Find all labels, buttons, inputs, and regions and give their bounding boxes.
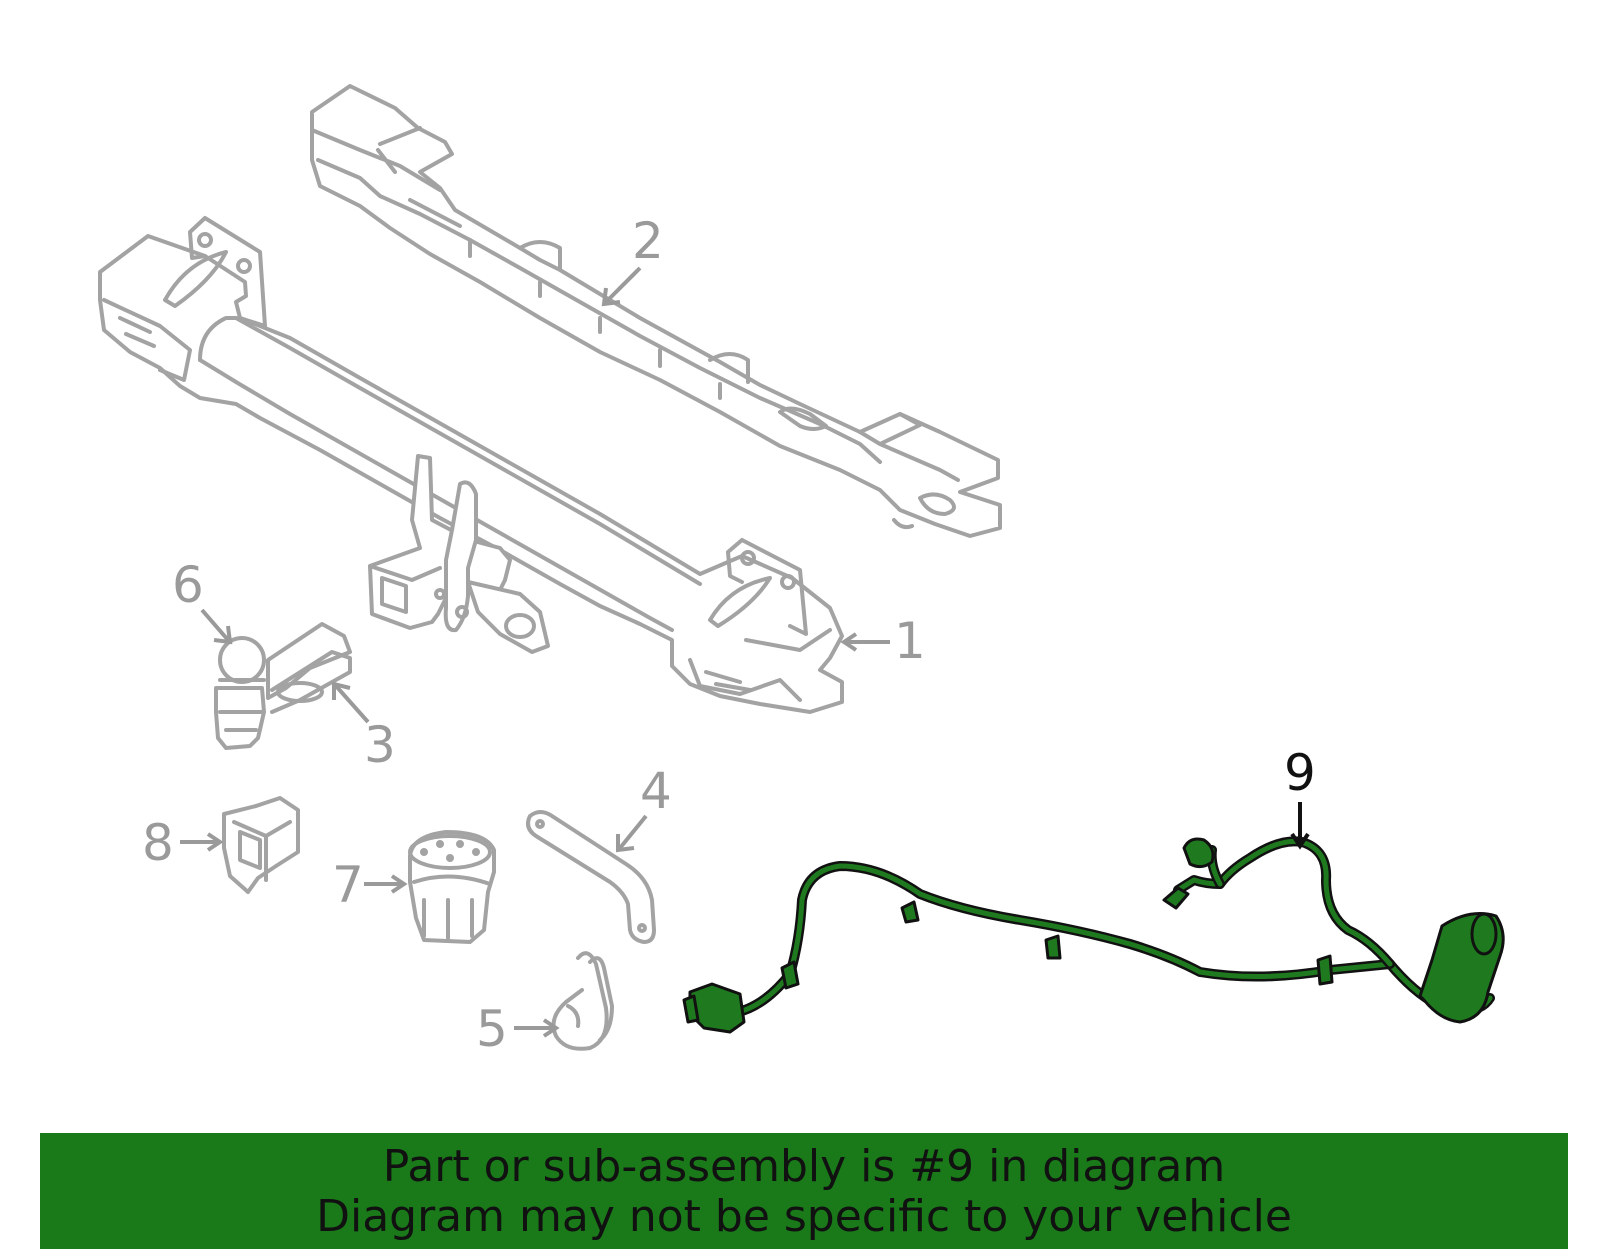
leader-3 bbox=[334, 684, 370, 724]
leader-3-arrow bbox=[332, 681, 351, 700]
callout-7: 7 bbox=[332, 856, 364, 914]
callout-6: 6 bbox=[172, 556, 204, 614]
notice-banner: Part or sub-assembly is #9 in diagram Di… bbox=[40, 1133, 1568, 1249]
callout-2: 2 bbox=[632, 212, 664, 270]
callout-1: 1 bbox=[894, 612, 926, 670]
callout-9: 9 bbox=[1284, 744, 1316, 802]
part-6-3-ball-mount bbox=[214, 622, 352, 750]
leader-5-arrow bbox=[542, 1018, 560, 1038]
part-2-bumper-bar bbox=[310, 84, 1002, 538]
callout-3: 3 bbox=[364, 716, 396, 774]
callout-4: 4 bbox=[640, 762, 672, 820]
banner-line-1: Part or sub-assembly is #9 in diagram bbox=[382, 1141, 1226, 1192]
part-5-pin-clip bbox=[551, 951, 614, 1051]
part-8-receiver-cover bbox=[222, 796, 300, 894]
leader-2 bbox=[604, 266, 642, 304]
leader-7-arrow bbox=[390, 874, 408, 894]
banner-line-2: Diagram may not be specific to your vehi… bbox=[316, 1191, 1292, 1242]
leader-8-arrow bbox=[206, 832, 224, 852]
callout-8: 8 bbox=[142, 814, 174, 872]
part-9-wiring-harness bbox=[682, 836, 1505, 1034]
leader-6 bbox=[200, 608, 230, 642]
part-1-hitch-crossmember bbox=[98, 216, 844, 714]
leader-4 bbox=[618, 814, 648, 850]
part-7-socket bbox=[408, 830, 496, 944]
leader-6-arrow bbox=[213, 625, 233, 645]
leader-1-arrow bbox=[840, 632, 858, 652]
leader-9-arrow bbox=[1290, 832, 1310, 850]
leader-4-arrow bbox=[616, 834, 635, 853]
leader-2-arrow bbox=[601, 287, 621, 307]
part-4-bracket bbox=[526, 810, 656, 944]
callout-5: 5 bbox=[476, 1000, 508, 1058]
